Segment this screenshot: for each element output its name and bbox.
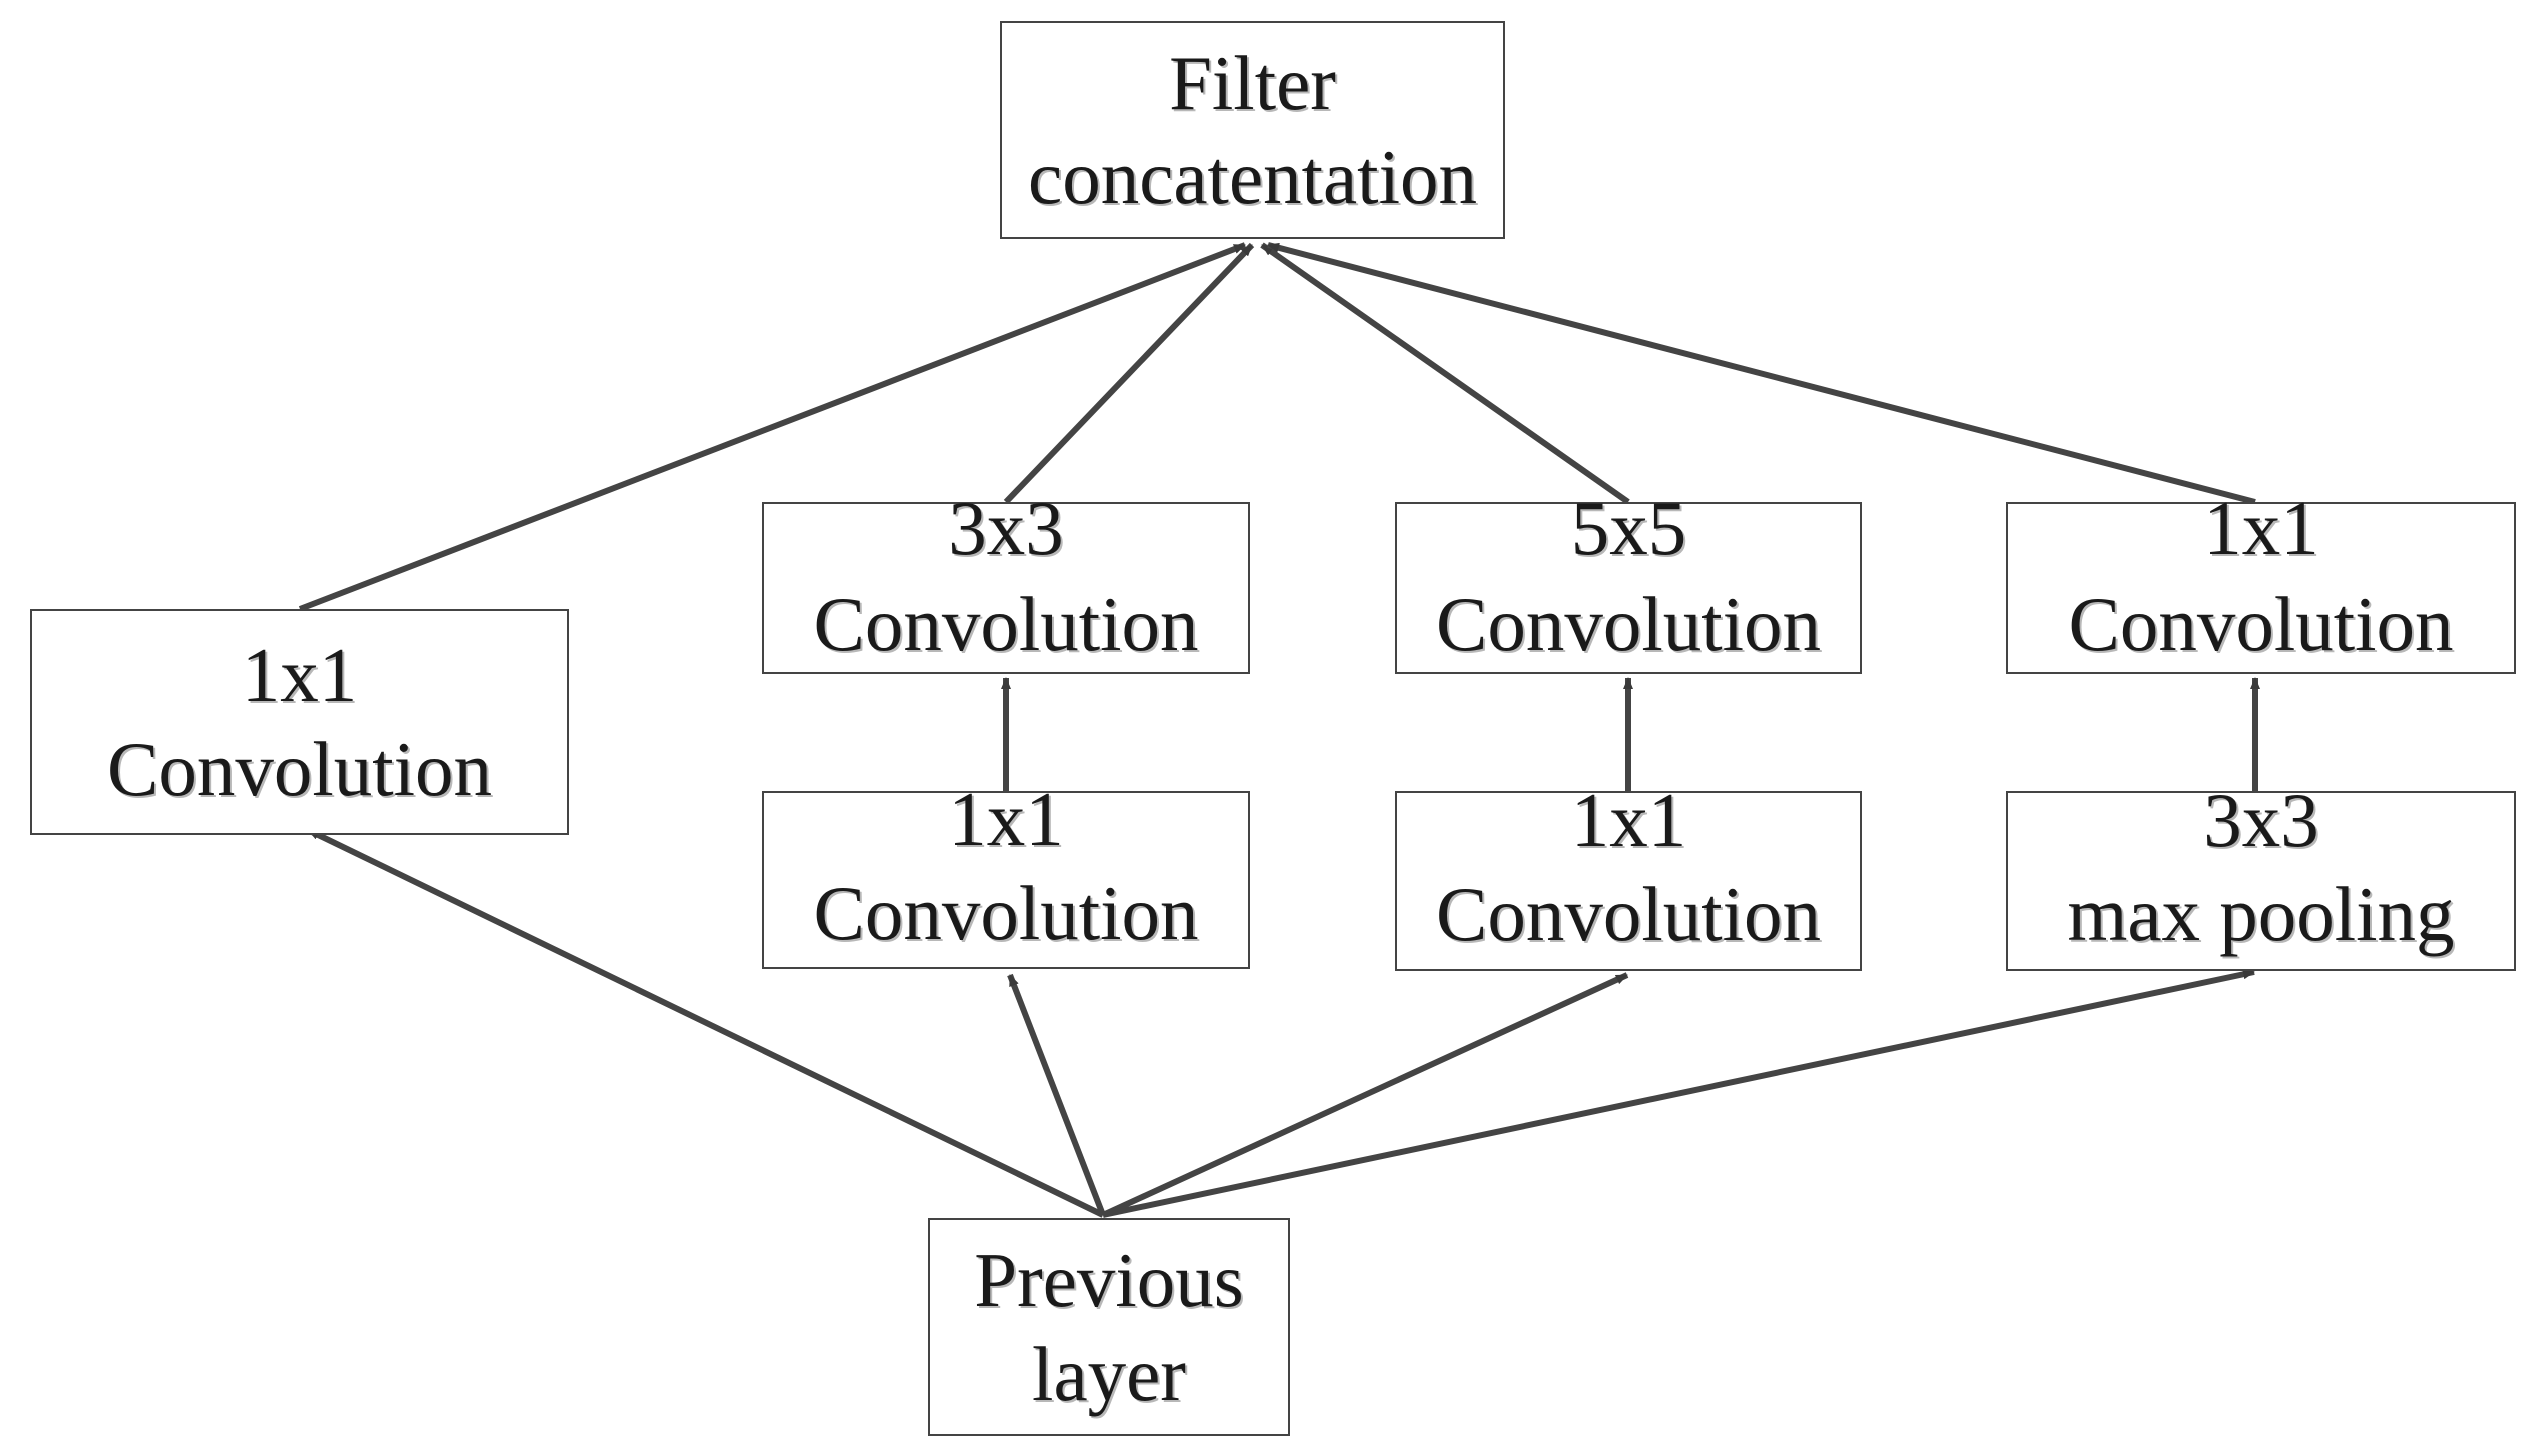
conv-3x3-label-line2: Convolution bbox=[813, 581, 1199, 667]
filter-concatenation-label-line2: concatentation bbox=[1028, 134, 1477, 220]
conv-1x1-after-pool-label-line2: Convolution bbox=[2068, 581, 2454, 667]
filter-concatenation-label-line1: Filter bbox=[1169, 40, 1336, 126]
conv-5x5-box: 5x5 Convolution bbox=[1395, 485, 1862, 674]
previous-layer-label-line2: layer bbox=[1032, 1331, 1186, 1417]
conv-1x1-reduce-3x3-label-line1: 1x1 bbox=[948, 776, 1064, 862]
conv-5x5-label-line2: Convolution bbox=[1435, 581, 1822, 667]
edge-prev-to-maxpool bbox=[1102, 969, 2255, 1218]
conv-5x5-label-line1: 5x5 bbox=[1570, 485, 1687, 571]
conv-1x1-after-pool-box: 1x1 Convolution bbox=[2006, 485, 2516, 674]
edge-conv5x5-to-concat bbox=[1260, 242, 1630, 505]
filter-concatenation-box: Filter concatentation bbox=[1000, 21, 1505, 239]
conv-3x3-label-line1: 3x3 bbox=[948, 485, 1064, 571]
conv-1x1-reduce-3x3-label-line2: Convolution bbox=[813, 870, 1199, 956]
max-pooling-3x3-label-line2: max pooling bbox=[2067, 871, 2455, 957]
max-pooling-3x3-label-line1: 3x3 bbox=[2203, 777, 2319, 863]
edge-conv3x3-to-concat bbox=[1003, 242, 1255, 505]
edge-conv1x1b-to-concat bbox=[1267, 242, 2256, 505]
conv-1x1-reduce-3x3-box: 1x1 Convolution bbox=[762, 776, 1250, 969]
conv-1x1-direct-label-line1: 1x1 bbox=[241, 632, 358, 718]
conv-3x3-box: 3x3 Convolution bbox=[762, 485, 1250, 674]
conv-1x1-after-pool-label-line1: 1x1 bbox=[2203, 485, 2319, 571]
conv-1x1-reduce-5x5-label-line1: 1x1 bbox=[1570, 777, 1687, 863]
conv-1x1-direct-box: 1x1 Convolution bbox=[30, 609, 569, 835]
edge-conv1x1-to-concat bbox=[298, 242, 1247, 612]
previous-layer-label-line1: Previous bbox=[974, 1237, 1244, 1323]
conv-1x1-direct-label-line2: Convolution bbox=[106, 726, 493, 812]
conv-1x1-reduce-5x5-label-line2: Convolution bbox=[1435, 871, 1822, 957]
edge-prev-to-conv1x1 bbox=[306, 827, 1105, 1218]
conv-1x1-reduce-5x5-box: 1x1 Convolution bbox=[1395, 777, 1862, 971]
edge-prev-to-reduce5x5 bbox=[1101, 972, 1629, 1218]
edge-prev-to-reduce3x3 bbox=[1007, 973, 1106, 1217]
previous-layer-box: Previous layer bbox=[928, 1218, 1290, 1436]
max-pooling-3x3-box: 3x3 max pooling bbox=[2006, 777, 2516, 971]
